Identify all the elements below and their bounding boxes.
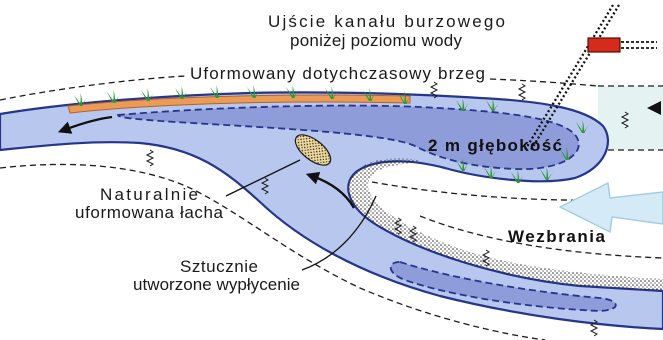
storm-outlet-label-line2: poniżej poziomu wody: [290, 31, 463, 50]
artificial-shoal-label-line1: Sztucznie: [180, 257, 258, 276]
artificial-shoal-label-line2: utworzone wypłycenie: [133, 275, 300, 294]
storm-outlet-label-line1: Ujście kanału burzowego: [268, 12, 505, 31]
depth-label: 2 m głębokość: [428, 136, 562, 155]
storm-outlet-box: [588, 38, 620, 52]
natural-bar-label-line2: uformowana łacha: [75, 203, 224, 222]
former-bank-label: Uformowany dotychczasowy brzeg: [190, 64, 485, 83]
natural-bar-label-line1: Naturalnie: [100, 185, 198, 204]
